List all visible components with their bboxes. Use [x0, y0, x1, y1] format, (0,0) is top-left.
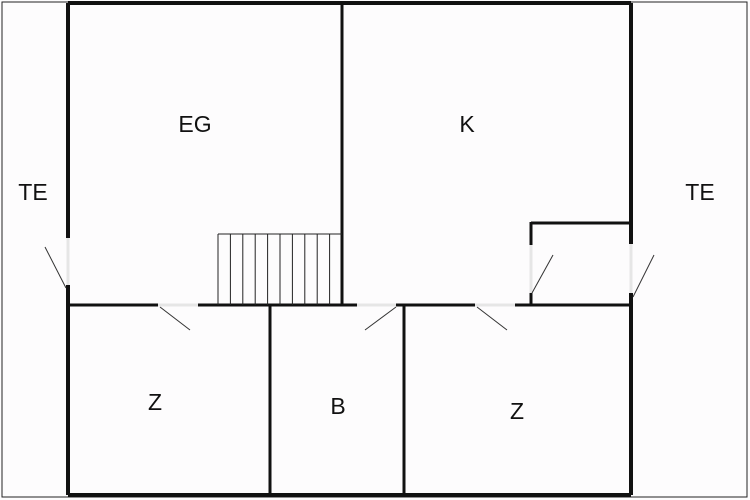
door-te-right[interactable] — [632, 254, 655, 298]
room-label-te-right: TE — [685, 179, 714, 205]
room-label-eg: EG — [178, 111, 211, 137]
door-swings — [44, 246, 655, 331]
door-z-right[interactable] — [476, 306, 508, 331]
door-te-left[interactable] — [44, 246, 67, 289]
door-z-left[interactable] — [159, 306, 191, 331]
interior-walls — [68, 3, 631, 495]
door-closet[interactable] — [531, 254, 554, 294]
room-label-z-left: Z — [148, 389, 162, 415]
room-label-k: K — [459, 111, 475, 137]
room-label-b: B — [330, 393, 345, 419]
room-label-z-right: Z — [510, 398, 524, 424]
staircase — [217, 233, 342, 305]
room-label-te-left: TE — [18, 179, 47, 205]
outer-walls — [66, 1, 633, 497]
door-b[interactable] — [364, 306, 397, 331]
